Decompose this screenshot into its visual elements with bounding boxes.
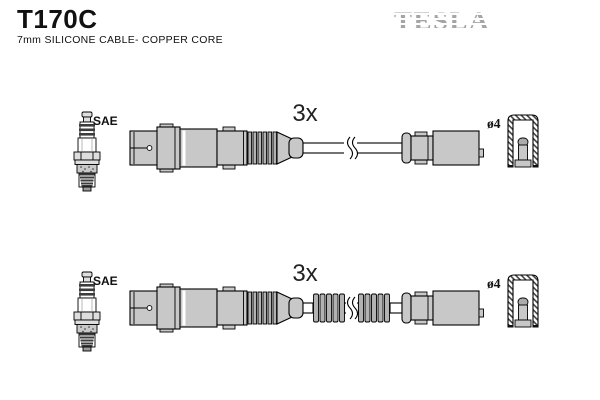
- break-squiggle-icon: [346, 296, 354, 320]
- product-subtitle: 7mm SILICONE CABLE- COPPER CORE: [17, 34, 223, 46]
- part-number: T170C: [17, 4, 98, 34]
- spark-plug-icon: [73, 271, 101, 352]
- corrugated-sleeve-1: [313, 293, 345, 323]
- cable-set-diagram-row-2: SAE 3x: [73, 260, 539, 352]
- ignition-cable: [302, 136, 403, 160]
- break-squiggle-icon: [346, 136, 354, 160]
- terminal-diameter-label: ø4: [487, 276, 501, 291]
- cable-set-diagram-row-1: SAE 3x: [73, 100, 539, 192]
- tesla-logo-text: TESLA: [394, 6, 491, 35]
- terminal-cross-section: [507, 274, 539, 328]
- quantity-label: 3x: [292, 260, 317, 287]
- sae-standard-label: SAE: [93, 114, 118, 128]
- ignition-cable-corrugated: [302, 293, 403, 323]
- terminal-diameter-label: ø4: [487, 116, 501, 131]
- sae-standard-label: SAE: [93, 274, 118, 288]
- break-squiggle-icon: [351, 136, 359, 160]
- coil-end-connector: [129, 123, 304, 173]
- spark-plug-icon: [73, 111, 101, 192]
- coil-end-connector: [129, 283, 304, 333]
- corrugated-sleeve-2: [358, 293, 390, 323]
- plug-end-boot: [401, 130, 484, 166]
- terminal-cross-section: [507, 114, 539, 168]
- quantity-label: 3x: [292, 100, 317, 127]
- tesla-brand-logo: TESLA: [392, 6, 493, 36]
- cable-break-gap: [346, 301, 357, 315]
- plug-end-boot: [401, 290, 484, 326]
- break-squiggle-icon: [351, 296, 359, 320]
